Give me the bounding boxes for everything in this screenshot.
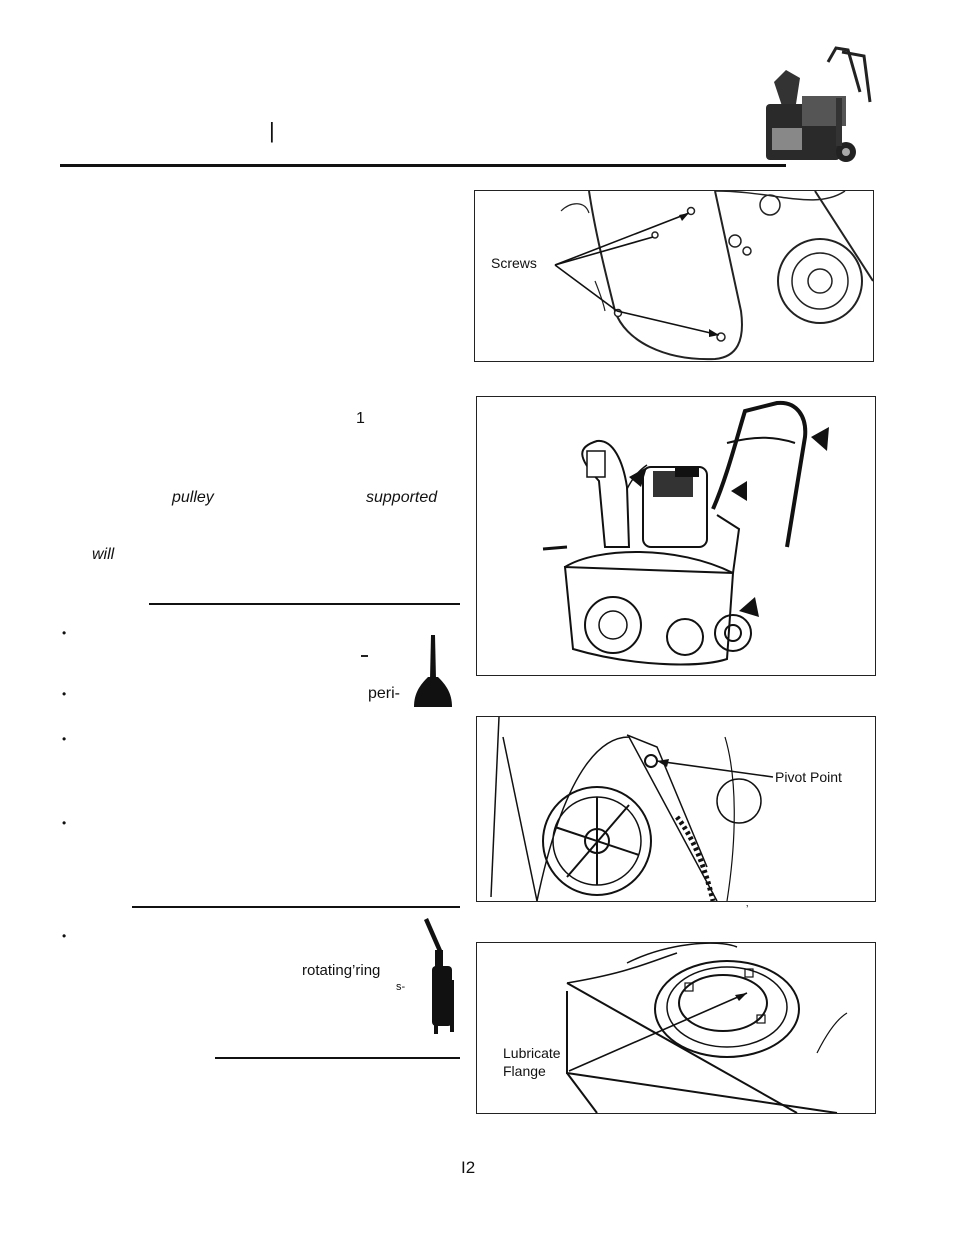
screws-label: Screws	[491, 255, 537, 271]
bullet-1: •	[62, 626, 67, 640]
figure-pivot-point: Pivot Point	[476, 716, 876, 902]
text-fragment-pulley: pulley	[172, 489, 214, 506]
text-fragment-peri: peri-	[368, 685, 401, 702]
tiny-mark: ʼ	[746, 904, 749, 916]
section-rule-1	[149, 603, 460, 605]
text-fragment-rotating-ring: rotating’ring	[302, 962, 381, 979]
section-rule-3	[215, 1057, 460, 1059]
lubricate-label-line2: Flange	[503, 1063, 546, 1079]
section-rule-2	[132, 906, 460, 908]
header-rule	[60, 164, 786, 167]
bullet-2: •	[62, 687, 67, 701]
text-fragment-s-dash: s-	[396, 981, 406, 993]
tiny-dash-mark	[361, 655, 368, 657]
lubricate-label-line1: Lubricate	[503, 1045, 561, 1061]
page-number: I2	[461, 1158, 476, 1177]
figure-lubricate-flange: Lubricate Flange	[476, 942, 876, 1114]
grease-gun-icon	[420, 916, 460, 1036]
bullet-3: •	[62, 732, 67, 746]
text-fragment-supported: supported	[366, 489, 438, 506]
text-fragment-will: will	[92, 546, 115, 563]
pivot-point-label: Pivot Point	[775, 769, 842, 785]
bullet-5: •	[62, 929, 67, 943]
snowblower-photo-icon	[752, 42, 892, 172]
text-fragment-one: 1	[356, 410, 365, 427]
bullet-4: •	[62, 816, 67, 830]
header-vertical-bar: |	[269, 118, 275, 143]
oil-can-icon	[412, 633, 454, 709]
figure-lubrication-points	[476, 396, 876, 676]
figure-chute-screws: Screws	[474, 190, 874, 362]
